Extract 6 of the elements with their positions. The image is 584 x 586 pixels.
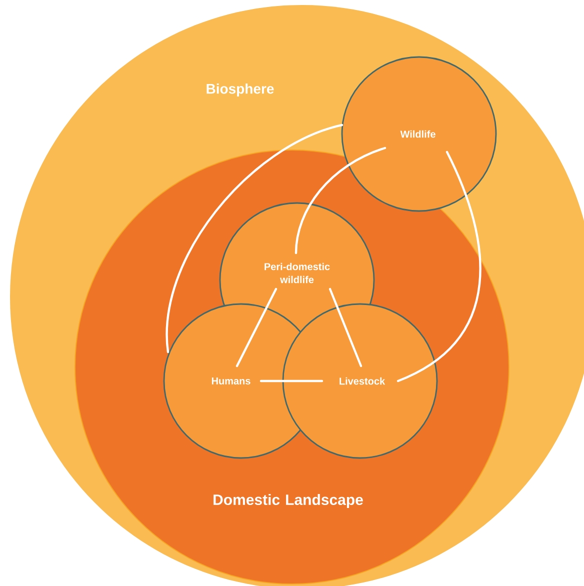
connector-line bbox=[260, 380, 324, 382]
connector-line bbox=[396, 150, 482, 382]
connector-line bbox=[328, 288, 362, 368]
connector-line bbox=[166, 124, 344, 354]
connector-line bbox=[294, 146, 386, 254]
connector-line bbox=[236, 288, 278, 368]
